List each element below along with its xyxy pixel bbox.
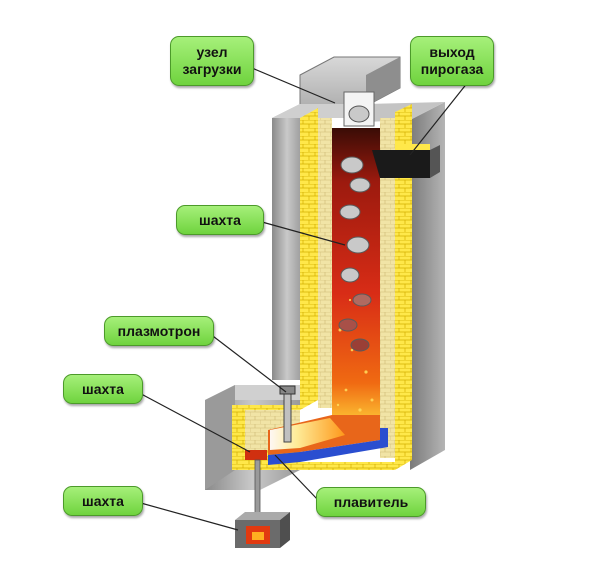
label-plasmatron: плазмотрон [104, 316, 214, 346]
label-shaft-main: шахта [176, 205, 264, 235]
label-smelter: плавитель [316, 487, 426, 517]
gas-outlet-pipe [372, 144, 440, 178]
label-shaft-bottom: шахта [63, 486, 143, 516]
leader-lines [129, 67, 469, 531]
label-shaft-left: шахта [63, 374, 143, 404]
plasmatron-rod [279, 385, 296, 443]
furnace-casing [205, 56, 445, 490]
label-loading-unit: узел загрузки [170, 36, 254, 86]
label-syngas-outlet: выход пирогаза [410, 36, 494, 86]
loading-hatch [343, 91, 375, 127]
slag-collector [235, 512, 290, 548]
